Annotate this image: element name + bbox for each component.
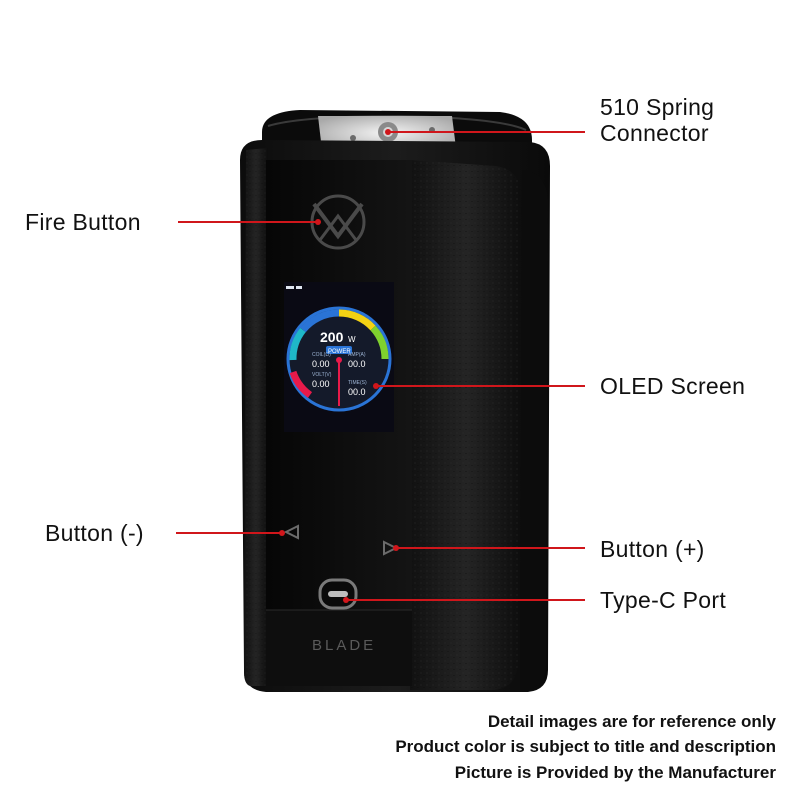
disclaimer-line2: Product color is subject to title and de… <box>395 737 776 756</box>
right-edge <box>520 170 548 690</box>
label-connector-line1: 510 Spring <box>600 94 715 120</box>
time-value: 00.0 <box>348 387 366 397</box>
label-fire-button: Fire Button <box>25 209 141 235</box>
amp-value: 00.0 <box>348 359 366 369</box>
gauge-arc-red <box>289 370 313 398</box>
gauge-arc-blue <box>300 309 340 333</box>
label-oled-screen: OLED Screen <box>600 373 746 399</box>
gauge-arc-green <box>370 325 389 360</box>
callout-lines <box>176 131 585 601</box>
label-connector-line2: Connector <box>600 120 709 146</box>
bottom-panel <box>266 610 412 686</box>
disclaimer-line3: Picture is Provided by the Manufacturer <box>454 763 776 782</box>
power-unit: W <box>348 335 356 344</box>
volt-label: VOLT(V) <box>312 372 332 378</box>
coil-value: 0.00 <box>312 359 330 369</box>
type-c-port[interactable] <box>318 578 358 610</box>
oled-screen: 200 W POWER COIL(Ω) 0.00 AMP(A) 00.0 VOL… <box>284 282 394 432</box>
minus-button-icon[interactable] <box>283 524 299 540</box>
label-button-plus: Button (+) <box>600 536 705 562</box>
label-button-minus: Button (-) <box>45 520 144 546</box>
amp-label: AMP(A) <box>348 352 366 358</box>
time-label: TIME(S) <box>348 380 367 386</box>
power-value: 200 <box>320 329 344 345</box>
power-label: POWER <box>328 349 351 355</box>
plus-button-icon[interactable] <box>383 540 399 556</box>
callout-dots <box>279 129 399 603</box>
disclaimer-line1: Detail images are for reference only <box>487 712 776 731</box>
gauge-arc-yellow <box>338 309 376 331</box>
coil-label: COIL(Ω) <box>312 352 331 358</box>
volt-value: 0.00 <box>312 379 330 389</box>
label-type-c-port: Type-C Port <box>600 587 727 613</box>
brand-logo: BLADE <box>312 637 376 654</box>
